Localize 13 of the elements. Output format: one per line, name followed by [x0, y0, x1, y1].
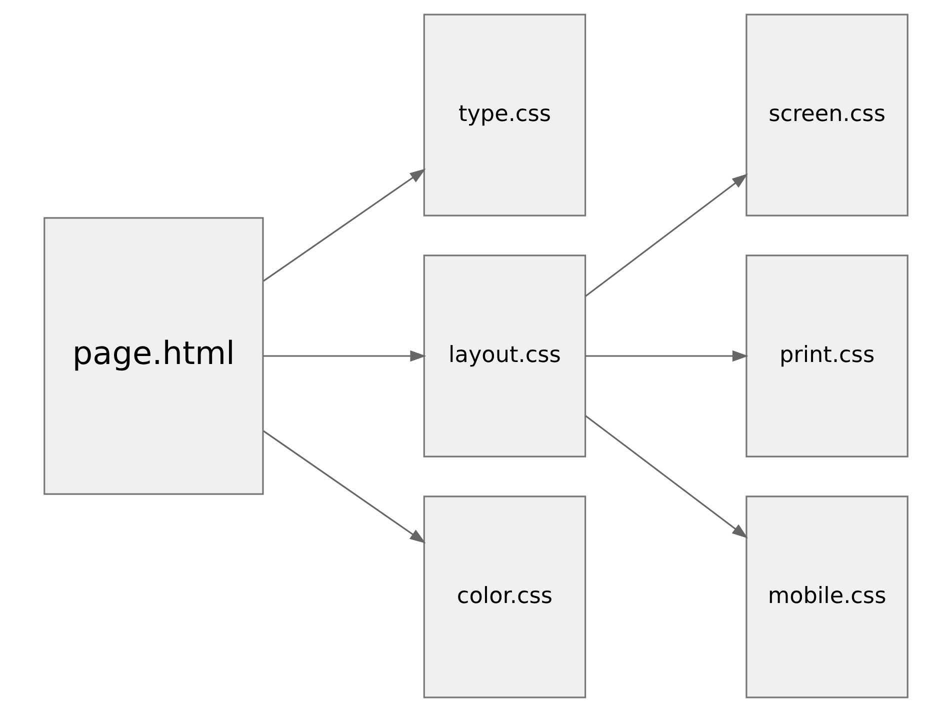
node-box: color.css: [422, 496, 586, 698]
arrow: [584, 415, 748, 538]
node-box: page.html: [43, 217, 264, 495]
node-box: print.css: [745, 254, 908, 458]
node-box: screen.css: [745, 14, 908, 216]
arrow: [585, 350, 748, 362]
node-box: mobile.css: [745, 496, 908, 698]
node-box: layout.css: [422, 254, 586, 458]
node-box: type.css: [422, 14, 586, 216]
arrow: [262, 430, 426, 544]
arrow: [262, 168, 426, 282]
arrow: [584, 174, 748, 297]
arrow: [262, 350, 426, 362]
